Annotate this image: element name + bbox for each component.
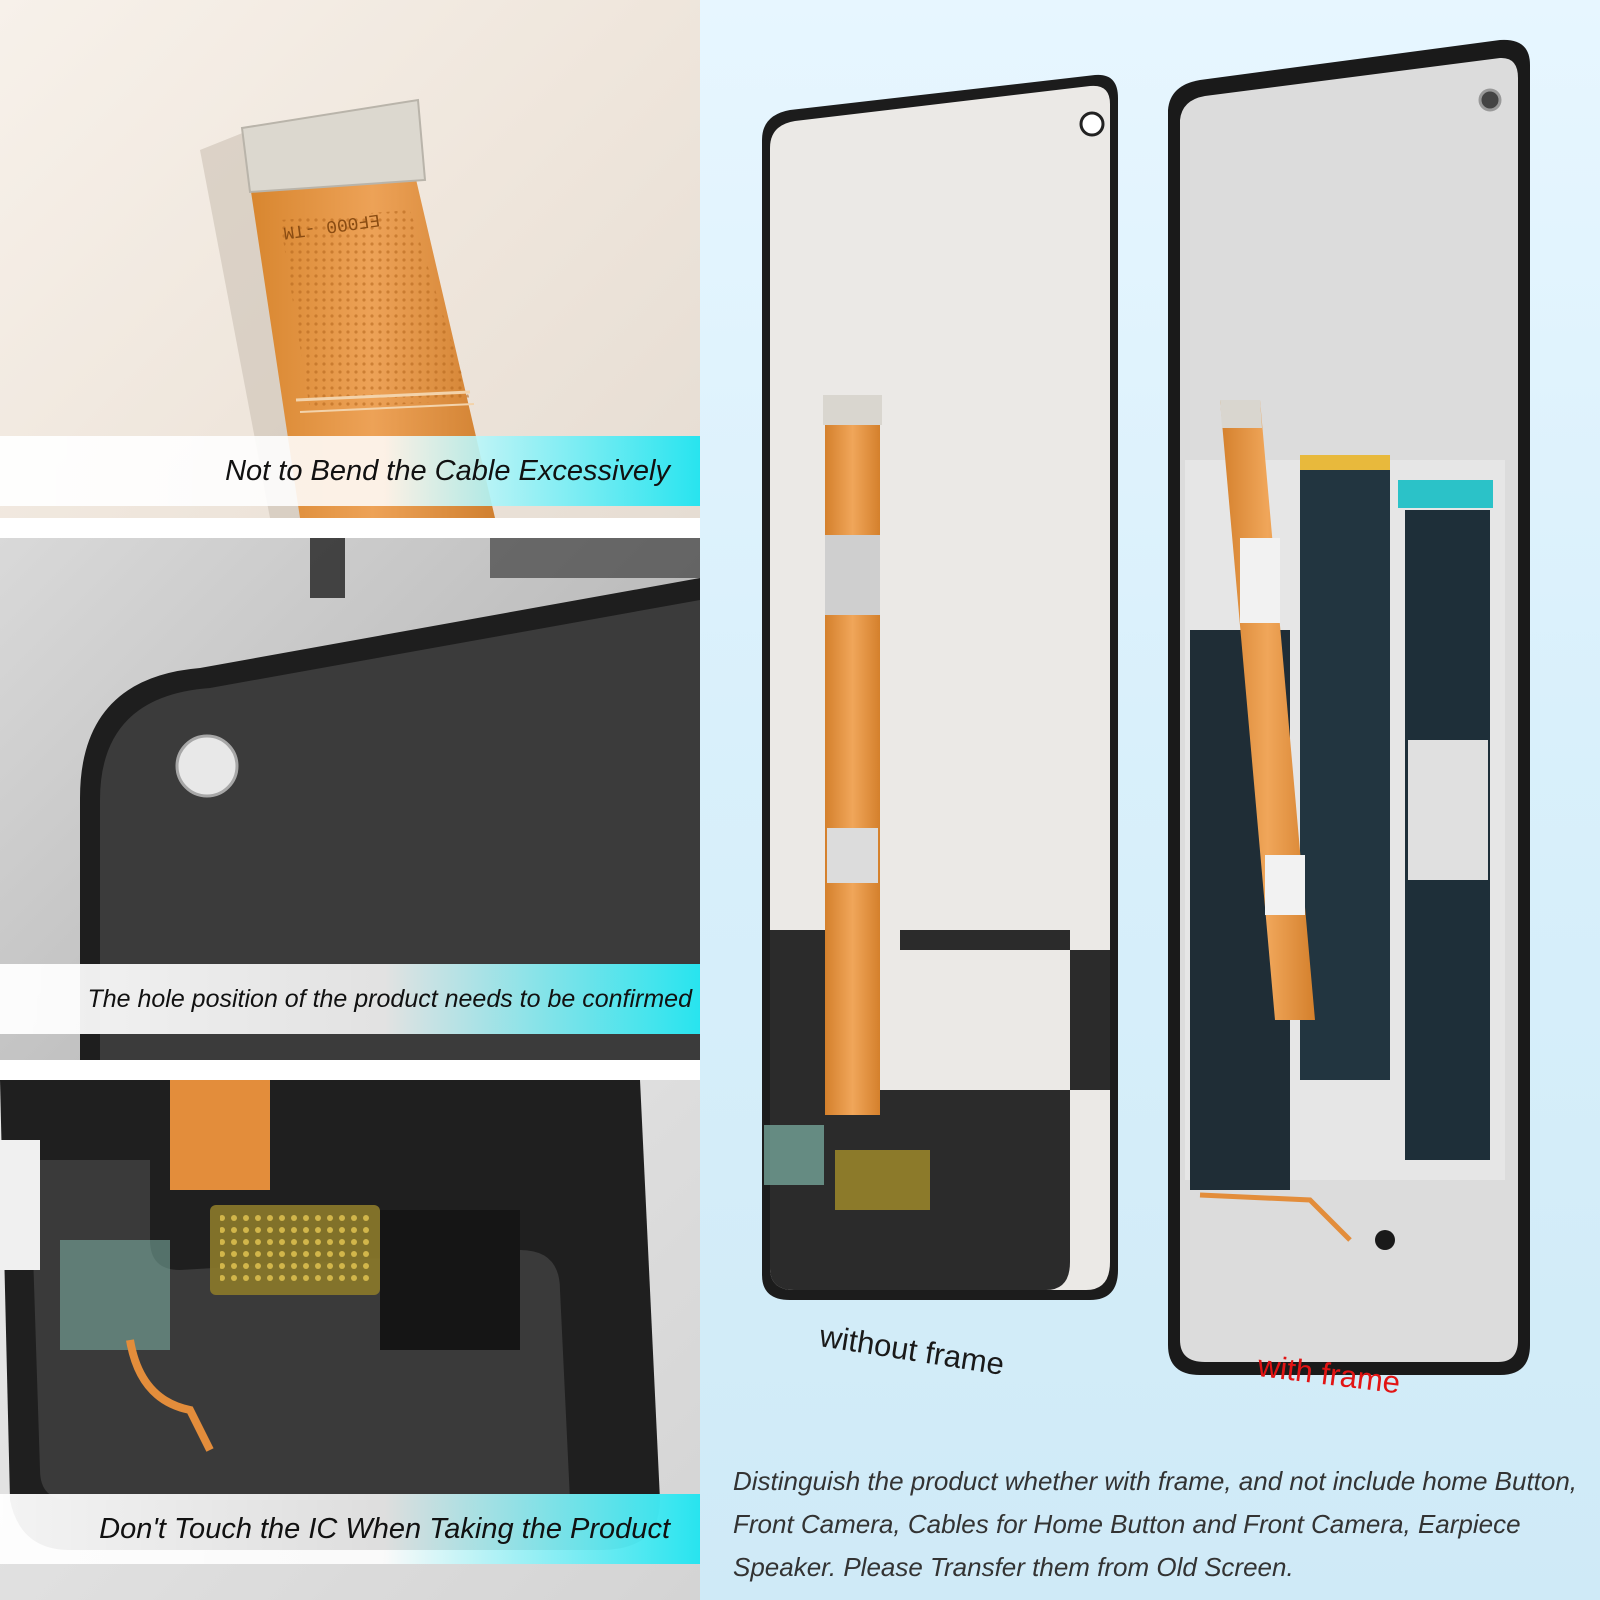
lcd-without-frame [762, 74, 1118, 1301]
ic-caption: Don't Touch the IC When Taking the Produ… [99, 1512, 670, 1545]
hole-caption-bar: The hole position of the product needs t… [0, 964, 700, 1034]
cable-closeup-panel: EF000 -TM Not to Bend the Cable Excessiv… [0, 0, 700, 518]
hole-caption: The hole position of the product needs t… [87, 984, 692, 1013]
flex-cable-closeup-image: EF000 -TM [200, 98, 495, 518]
ic-closeup-image [0, 1080, 660, 1550]
hole-closeup-panel: The hole position of the product needs t… [0, 538, 700, 1060]
product-description: Distinguish the product whether with fra… [733, 1466, 1578, 1582]
ic-closeup-panel: Don't Touch the IC When Taking the Produ… [0, 1080, 700, 1600]
cable-caption: Not to Bend the Cable Excessively [225, 454, 670, 487]
frame-comparison-panel: without frame with frame Distinguish the… [700, 0, 1600, 1600]
lcd-with-frame [1168, 39, 1530, 1376]
ic-caption-bar: Don't Touch the IC When Taking the Produ… [0, 1494, 700, 1564]
frame-comparison-image [762, 39, 1530, 1376]
camera-hole-closeup-image [80, 538, 700, 1060]
cable-caption-bar: Not to Bend the Cable Excessively [0, 436, 700, 506]
